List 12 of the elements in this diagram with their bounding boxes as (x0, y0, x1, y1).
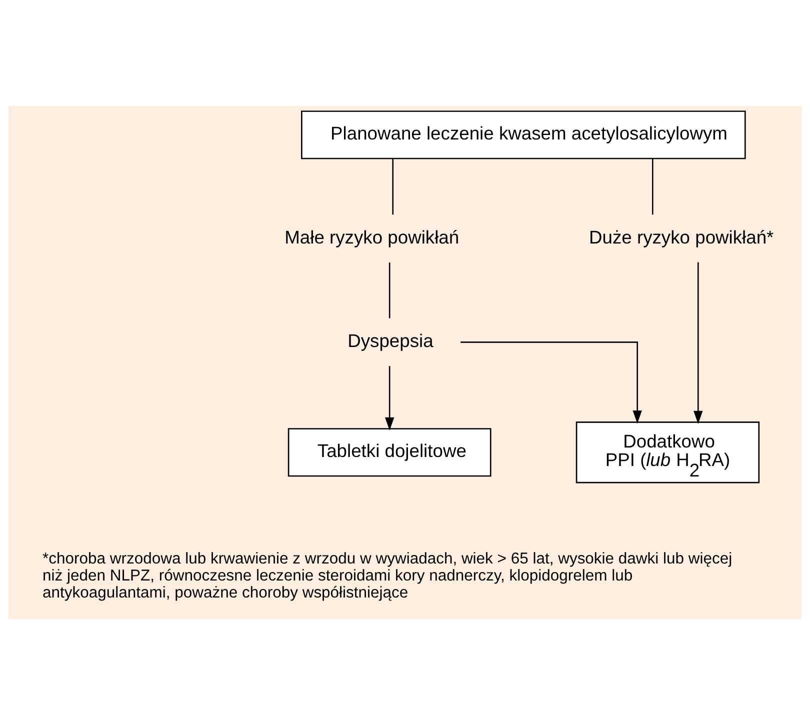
connector (392, 158, 394, 214)
connector (652, 158, 654, 214)
connector (388, 262, 390, 318)
arrow (694, 262, 703, 424)
label: *choroba wrzodowa lub krwawienie z wrzodu w wywiadach, wiek > 65 lat, wysokie dawki lub więcej niż jeden NLPZ, równoczesne leczenie steroidami kory nadnerczy, klopidogrelem lub antykoagulantami, poważne choroby współistniejące (42, 550, 732, 601)
arrow (384, 366, 394, 430)
node-text: Dyspepsia (348, 330, 434, 351)
arrow (460, 341, 642, 424)
node-text: Duże ryzyko powikłań* (589, 226, 774, 247)
node-box: Tabletki dojelitowe (288, 428, 492, 476)
node-text: Małe ryzyko powikłań (284, 226, 460, 247)
node-box: Planowane leczenie kwasem acetylosalicylowym (301, 110, 746, 159)
